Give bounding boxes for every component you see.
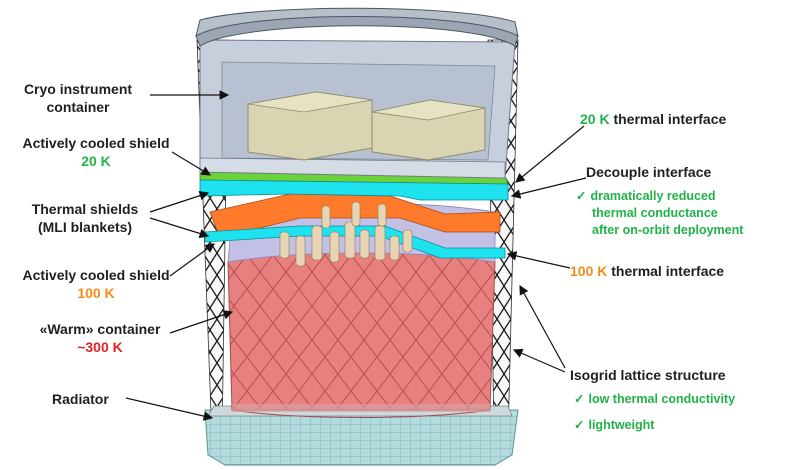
check-icon: ✓ bbox=[576, 189, 587, 203]
instrument-cluster bbox=[279, 201, 413, 267]
label-thermal-shields: Thermal shields (MLI blankets) bbox=[20, 200, 150, 236]
label-thermal-shields-line2: (MLI blankets) bbox=[37, 219, 133, 235]
check-icon: ✓ bbox=[574, 392, 585, 406]
isogrid-point-text: lightweight bbox=[588, 418, 655, 432]
label-warm-container-temp: ~300 K bbox=[77, 339, 123, 355]
decouple-points: ✓dramatically reduced thermal conductanc… bbox=[576, 188, 743, 239]
label-shield-100k-title: Actively cooled shield bbox=[22, 267, 170, 283]
isogrid-point: ✓low thermal conductivity bbox=[574, 391, 735, 408]
label-interface-20k-temp: 20 K bbox=[580, 111, 610, 127]
decouple-point-cont: thermal conductance bbox=[592, 206, 718, 220]
label-shield-20k: Actively cooled shield 20 K bbox=[6, 134, 186, 170]
label-interface-20k: 20 K thermal interface bbox=[580, 110, 726, 128]
decouple-point-text: dramatically reduced bbox=[590, 189, 716, 203]
label-decouple-title: Decouple interface bbox=[586, 164, 712, 180]
label-cryo-container-line2: container bbox=[46, 99, 110, 115]
isogrid-point-text: low thermal conductivity bbox=[588, 392, 736, 406]
label-radiator: Radiator bbox=[52, 391, 109, 407]
label-interface-100k-text: thermal interface bbox=[611, 263, 725, 279]
isogrid-point: ✓lightweight bbox=[574, 417, 735, 434]
label-interface-20k-text: thermal interface bbox=[613, 111, 727, 127]
label-shield-20k-temp: 20 K bbox=[81, 153, 111, 169]
label-isogrid-title: Isogrid lattice structure bbox=[570, 367, 726, 383]
decouple-point: ✓dramatically reduced bbox=[576, 188, 743, 205]
label-cryo-container-line1: Cryo instrument bbox=[23, 81, 133, 97]
label-interface-100k-temp: 100 K bbox=[570, 263, 608, 279]
label-shield-100k: Actively cooled shield 100 K bbox=[6, 266, 186, 302]
warm-container bbox=[227, 251, 496, 411]
isogrid-points: ✓low thermal conductivity ✓lightweight bbox=[574, 391, 735, 434]
decouple-point-cont: after on-orbit deployment bbox=[592, 223, 744, 237]
label-interface-100k: 100 K thermal interface bbox=[570, 262, 724, 280]
label-warm-container-title: «Warm» container bbox=[39, 321, 161, 337]
label-cryo-container: Cryo instrument container bbox=[20, 80, 136, 116]
label-warm-container: «Warm» container ~300 K bbox=[20, 320, 180, 356]
label-thermal-shields-line1: Thermal shields bbox=[31, 201, 139, 217]
label-shield-100k-temp: 100 K bbox=[77, 285, 115, 301]
radiator-ring bbox=[204, 409, 519, 466]
label-shield-20k-title: Actively cooled shield bbox=[22, 135, 170, 151]
check-icon: ✓ bbox=[574, 418, 585, 432]
